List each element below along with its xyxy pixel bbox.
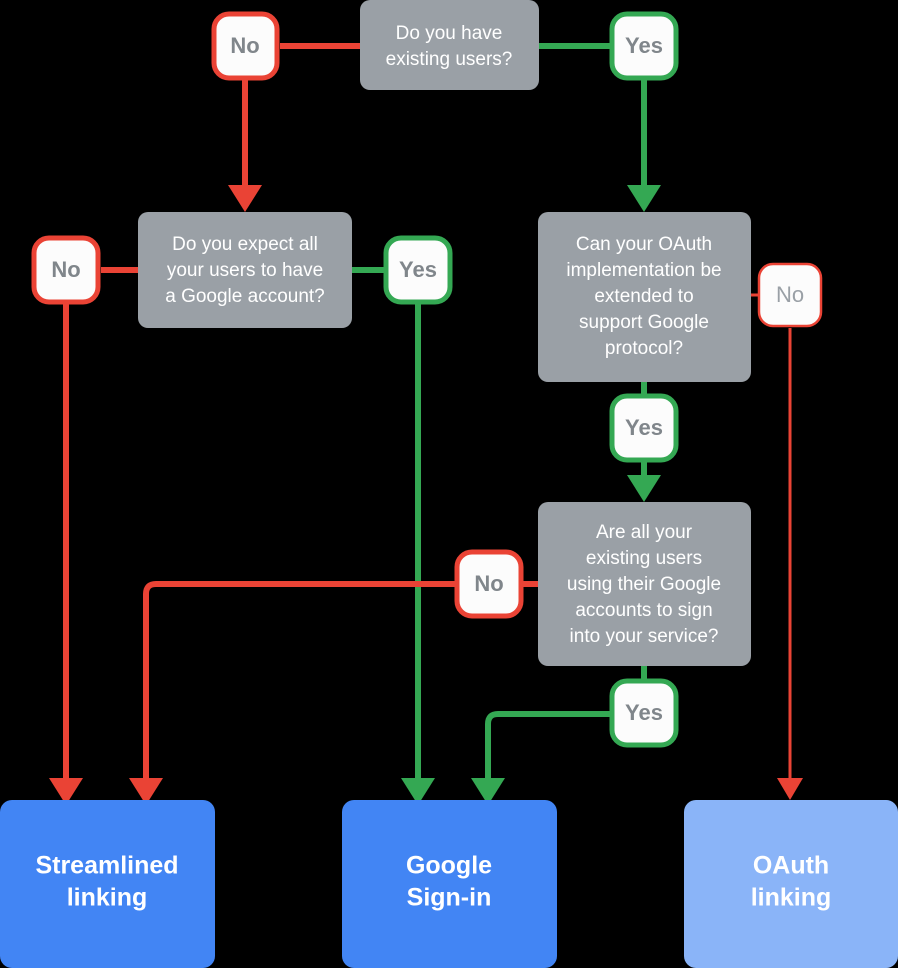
question-box-q4-shape: [538, 502, 751, 666]
badges-layer: No Yes No Yes No: [31, 11, 823, 748]
badge-q4-no[interactable]: No: [454, 549, 524, 619]
badge-q3-yes-shape: [609, 393, 679, 463]
question-box-q3-line-2: implementation be: [566, 260, 721, 281]
question-box-q4-line-2: existing users: [586, 548, 702, 569]
badge-q3-yes-label: Yes: [625, 415, 663, 440]
question-box-q4[interactable]: Are all your existing users using their …: [538, 502, 751, 666]
question-box-q1-shape: [360, 0, 539, 90]
badge-q2-yes[interactable]: Yes: [383, 235, 453, 305]
result-box-oauth-linking-shape: [684, 800, 898, 968]
badge-q2-no-label: No: [51, 257, 80, 282]
badge-q4-yes-label: Yes: [625, 700, 663, 725]
question-box-q3[interactable]: Can your OAuth implementation be extende…: [538, 212, 751, 382]
question-box-q4-line-5: into your service?: [570, 626, 719, 647]
question-box-q2-line-2: your users to have: [167, 260, 323, 281]
badge-q1-yes-label: Yes: [625, 33, 663, 58]
question-box-q1-line-1: Do you have: [396, 23, 503, 44]
badge-q2-no[interactable]: No: [31, 235, 101, 305]
badge-q1-no[interactable]: No: [211, 11, 280, 81]
result-boxes-layer: Streamlined linking Google Sign-in OAuth…: [0, 800, 898, 968]
question-box-q3-line-4: support Google: [579, 312, 709, 333]
question-box-q2[interactable]: Do you expect all your users to have a G…: [138, 212, 352, 328]
badge-q1-no-label: No: [230, 33, 259, 58]
arrowhead-q4-no-to-streamlined: [129, 778, 163, 805]
badge-q4-yes-shape: [609, 678, 679, 748]
question-box-q1-line-2: existing users?: [386, 49, 513, 70]
result-box-oauth-linking-line-2: linking: [751, 884, 832, 912]
result-box-oauth-linking-line-1: OAuth: [753, 852, 829, 880]
arrowhead-no-to-q2: [228, 185, 262, 212]
question-box-q1[interactable]: Do you have existing users?: [360, 0, 539, 90]
badge-q2-yes-label: Yes: [399, 257, 437, 282]
badge-q1-no-shape: [211, 11, 280, 81]
question-box-q3-line-5: protocol?: [605, 338, 683, 359]
badge-q2-no-shape: [31, 235, 101, 305]
arrowhead-q3-yes-to-q4: [627, 475, 661, 502]
question-box-q2-shape: [138, 212, 352, 328]
question-box-q4-line-1: Are all your: [596, 522, 693, 543]
badge-q3-no-shape: [757, 262, 823, 328]
arrowhead-q4-yes-to-google-signin: [471, 778, 505, 805]
question-box-q4-line-4: accounts to sign: [575, 600, 712, 621]
question-box-q2-line-3: a Google account?: [165, 286, 325, 307]
arrowhead-q2-no-to-streamlined: [49, 778, 83, 805]
result-box-google-sign-in-line-1: Google: [406, 852, 492, 880]
result-box-streamlined-linking-line-2: linking: [67, 884, 148, 912]
result-box-google-sign-in[interactable]: Google Sign-in: [342, 800, 557, 968]
edge-q4-yes-to-google-signin: [485, 711, 610, 778]
result-box-google-sign-in-shape: [342, 800, 557, 968]
arrowhead-yes-to-q3: [627, 185, 661, 212]
badge-q4-yes[interactable]: Yes: [609, 678, 679, 748]
badge-q4-no-shape: [454, 549, 524, 619]
result-box-streamlined-linking-shape: [0, 800, 215, 968]
question-box-q3-line-1: Can your OAuth: [576, 234, 712, 255]
result-box-google-sign-in-line-2: Sign-in: [407, 884, 492, 912]
result-box-streamlined-linking[interactable]: Streamlined linking: [0, 800, 215, 968]
badge-q4-no-label: No: [474, 571, 503, 596]
arrowhead-q3-no-to-oauth: [777, 778, 803, 800]
badge-q2-yes-shape: [383, 235, 453, 305]
badge-q1-yes[interactable]: Yes: [609, 11, 679, 81]
question-box-q3-line-3: extended to: [594, 286, 693, 307]
result-box-oauth-linking[interactable]: OAuth linking: [684, 800, 898, 968]
edge-q4-no-to-streamlined: [143, 581, 455, 778]
badge-q3-no[interactable]: No: [757, 262, 823, 328]
result-box-streamlined-linking-line-1: Streamlined: [35, 852, 178, 880]
connector-layer: [49, 43, 803, 805]
badge-q3-no-label: No: [776, 282, 804, 307]
badge-q3-yes[interactable]: Yes: [609, 393, 679, 463]
badge-q1-yes-shape: [609, 11, 679, 81]
question-box-q2-line-1: Do you expect all: [172, 234, 318, 255]
question-box-q3-shape: [538, 212, 751, 382]
question-box-q4-line-3: using their Google: [567, 574, 721, 595]
question-boxes-layer: Do you have existing users? Do you expec…: [138, 0, 751, 666]
arrowhead-q2-yes-to-google-signin: [401, 778, 435, 805]
